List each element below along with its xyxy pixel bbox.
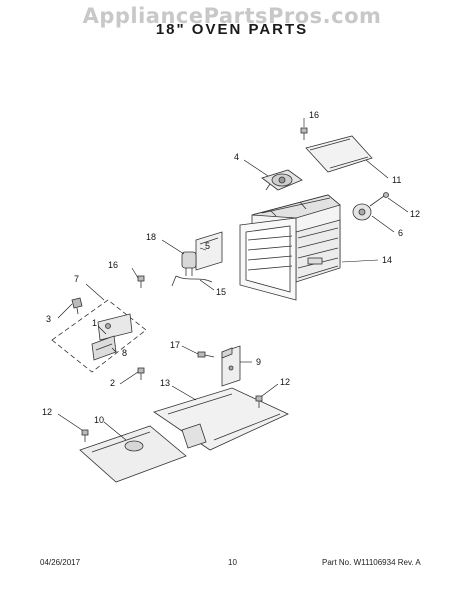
callout-16-middle: 16 [108,260,118,270]
screw-12-right-part[interactable] [255,395,263,408]
footer-page-number: 10 [228,558,237,567]
bottom-plate-part[interactable] [79,425,187,483]
top-plate-part[interactable] [305,135,373,173]
footer-part-number: Part No. W11106934 Rev. A [322,558,421,567]
sensor-bracket-part[interactable] [195,231,223,271]
callout-10: 10 [94,415,104,425]
callout-3: 3 [46,314,51,324]
screw-2-part[interactable] [137,367,145,380]
callout-4: 4 [234,152,239,162]
screw-17-part[interactable] [197,351,215,358]
limit-switch-part[interactable] [352,192,389,221]
callout-15: 15 [216,287,226,297]
callout-18: 18 [146,232,156,242]
callout-7: 7 [74,274,79,284]
callout-13: 13 [160,378,170,388]
callout-9: 9 [256,357,261,367]
hinge-kit-part[interactable] [51,299,147,373]
screw-3-part[interactable] [71,297,83,315]
oven-cavity-part[interactable] [239,194,341,301]
page-title: 18" OVEN PARTS [155,21,309,38]
leader-lines [57,118,409,441]
callout-2: 2 [110,378,115,388]
callout-12-left: 12 [42,407,52,417]
footer-date: 04/26/2017 [40,558,81,567]
callout-12-top: 12 [410,209,420,219]
callout-5: 5 [205,241,210,251]
heat-shield-part[interactable] [153,387,289,451]
callout-16-top: 16 [309,110,319,120]
screw-16-top-part[interactable] [300,127,308,140]
igniter-part[interactable] [181,251,197,276]
bracket-9-part[interactable] [221,345,241,387]
callout-labels: 16 4 11 12 6 14 5 18 16 15 7 3 1 8 2 9 1… [42,110,420,425]
callout-14: 14 [382,255,392,265]
watermark: AppliancePartsPros.com [82,4,382,28]
thermostat-assembly-part[interactable] [261,169,303,191]
callout-11: 11 [392,175,401,185]
callout-6: 6 [398,228,403,238]
callout-17: 17 [170,340,180,350]
callout-8: 8 [122,348,127,358]
screw-16-middle-part[interactable] [137,275,145,288]
wire-harness-part[interactable] [171,275,213,287]
screw-12-left-part[interactable] [81,429,89,442]
callout-1: 1 [92,318,97,328]
callout-12-right: 12 [280,377,290,387]
